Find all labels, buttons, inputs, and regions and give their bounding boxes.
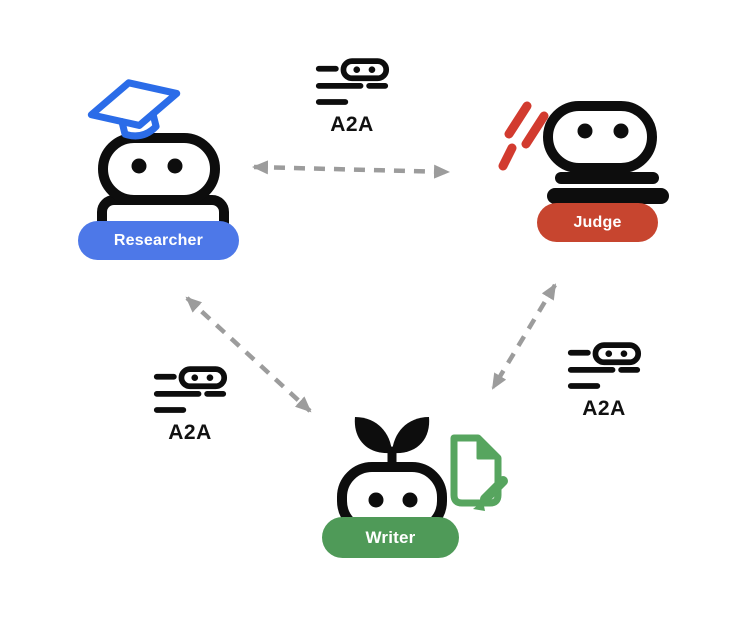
a2a-label: A2A (330, 113, 374, 136)
judge-robot-body-bar (555, 172, 659, 184)
a2a-icon (567, 342, 642, 389)
a2a-protocol-badge-top: A2A (314, 58, 390, 137)
researcher-robot-eye (131, 158, 147, 174)
a2a-label: A2A (168, 421, 212, 444)
arrow-researcher-judge (252, 160, 450, 179)
judge-robot-icon (498, 101, 669, 204)
a2a-icon (153, 366, 228, 413)
researcher-robot-eye (167, 158, 183, 174)
judge-robot-eye (613, 123, 629, 139)
document-pencil-icon (450, 434, 508, 511)
sprout-leaf-icon (354, 417, 392, 454)
researcher-robot-head (98, 133, 220, 205)
researcher-label: Researcher (113, 231, 204, 249)
judge-label-pill: Judge (537, 203, 658, 242)
writer-label: Writer (365, 527, 416, 547)
writer-robot-eye (402, 492, 418, 508)
judge-robot-eye (577, 123, 593, 139)
graduation-cap-icon (87, 79, 181, 140)
arrow-judge-writer (491, 283, 557, 390)
emphasis-marks-icon (498, 101, 549, 171)
judge-label: Judge (573, 213, 622, 231)
a2a-icon (315, 58, 390, 105)
writer-label-pill: Writer (322, 517, 459, 558)
a2a-protocol-badge-right: A2A (566, 342, 642, 421)
a2a-protocol-badge-left: A2A (152, 366, 228, 445)
researcher-label-pill: Researcher (78, 221, 239, 260)
a2a-label: A2A (582, 397, 626, 420)
judge-robot-body-bar (547, 188, 669, 204)
sprout-leaf-icon (392, 417, 430, 454)
judge-robot-head (543, 101, 657, 173)
writer-robot-eye (368, 492, 384, 508)
writer-robot-icon (337, 417, 508, 536)
